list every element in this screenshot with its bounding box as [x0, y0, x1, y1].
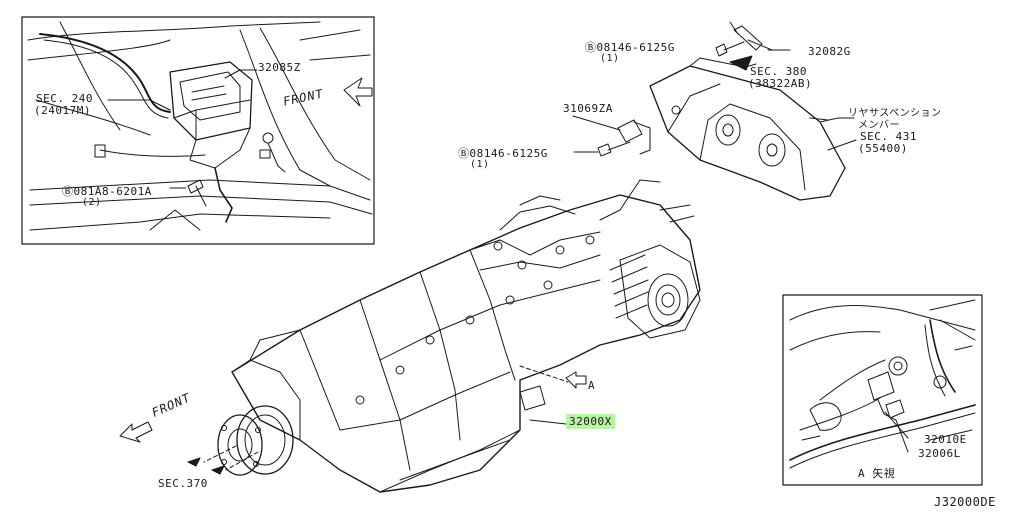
- sec370-arrow-2: [211, 465, 225, 475]
- inset-bolt-label: Ⓑ081A8-6201A: [62, 185, 152, 198]
- inset-part-2: 32006L: [918, 447, 961, 460]
- suspension-member: [649, 57, 846, 201]
- view-a-arrow: [565, 371, 587, 389]
- callout-bracket: 32082G: [808, 45, 851, 58]
- inset-view-label: A 矢視: [858, 467, 896, 480]
- inset-bolt-qty: (2): [82, 197, 102, 208]
- inset-module-label: 32085Z: [258, 61, 301, 74]
- callout-sec431: SEC. 431: [860, 130, 917, 143]
- callout-sec431-ref: (55400): [858, 142, 908, 155]
- callout-susp-member-jp-2: メンバー: [858, 120, 900, 131]
- sec370-arrow-1: [187, 457, 201, 467]
- inset-bottom-right: [782, 294, 983, 486]
- diagram-id: J32000DE: [934, 495, 996, 509]
- sensor-assembly: [597, 105, 681, 157]
- inset-top-left: [21, 16, 375, 245]
- callout-bolt-top: Ⓑ08146-6125G: [585, 41, 675, 54]
- callout-main-part: 32000X: [566, 414, 615, 429]
- front-arrow-icon: [119, 421, 153, 443]
- callout-view-a: A: [588, 379, 596, 392]
- callout-sec380-ref: (38322AB): [748, 77, 813, 90]
- callout-bolt-top-qty: (1): [600, 53, 620, 64]
- leaders: [107, 49, 909, 453]
- main-part-highlight: 32000X: [566, 414, 615, 429]
- transmission: [203, 179, 701, 493]
- inset-sec240: SEC. 240: [36, 92, 93, 105]
- inset-part-1: 32010E: [924, 433, 967, 446]
- callout-susp-member-jp: リヤサスペンション: [848, 108, 942, 119]
- callout-bolt-mid-qty: (1): [470, 159, 490, 170]
- callout-sec380: SEC. 380: [750, 65, 807, 78]
- callout-bolt-mid: Ⓑ08146-6125G: [458, 147, 548, 160]
- callout-sec370: SEC.370: [158, 477, 208, 490]
- callout-sensor: 31069ZA: [563, 102, 613, 115]
- inset-sec240-ref: (24017M): [34, 104, 91, 117]
